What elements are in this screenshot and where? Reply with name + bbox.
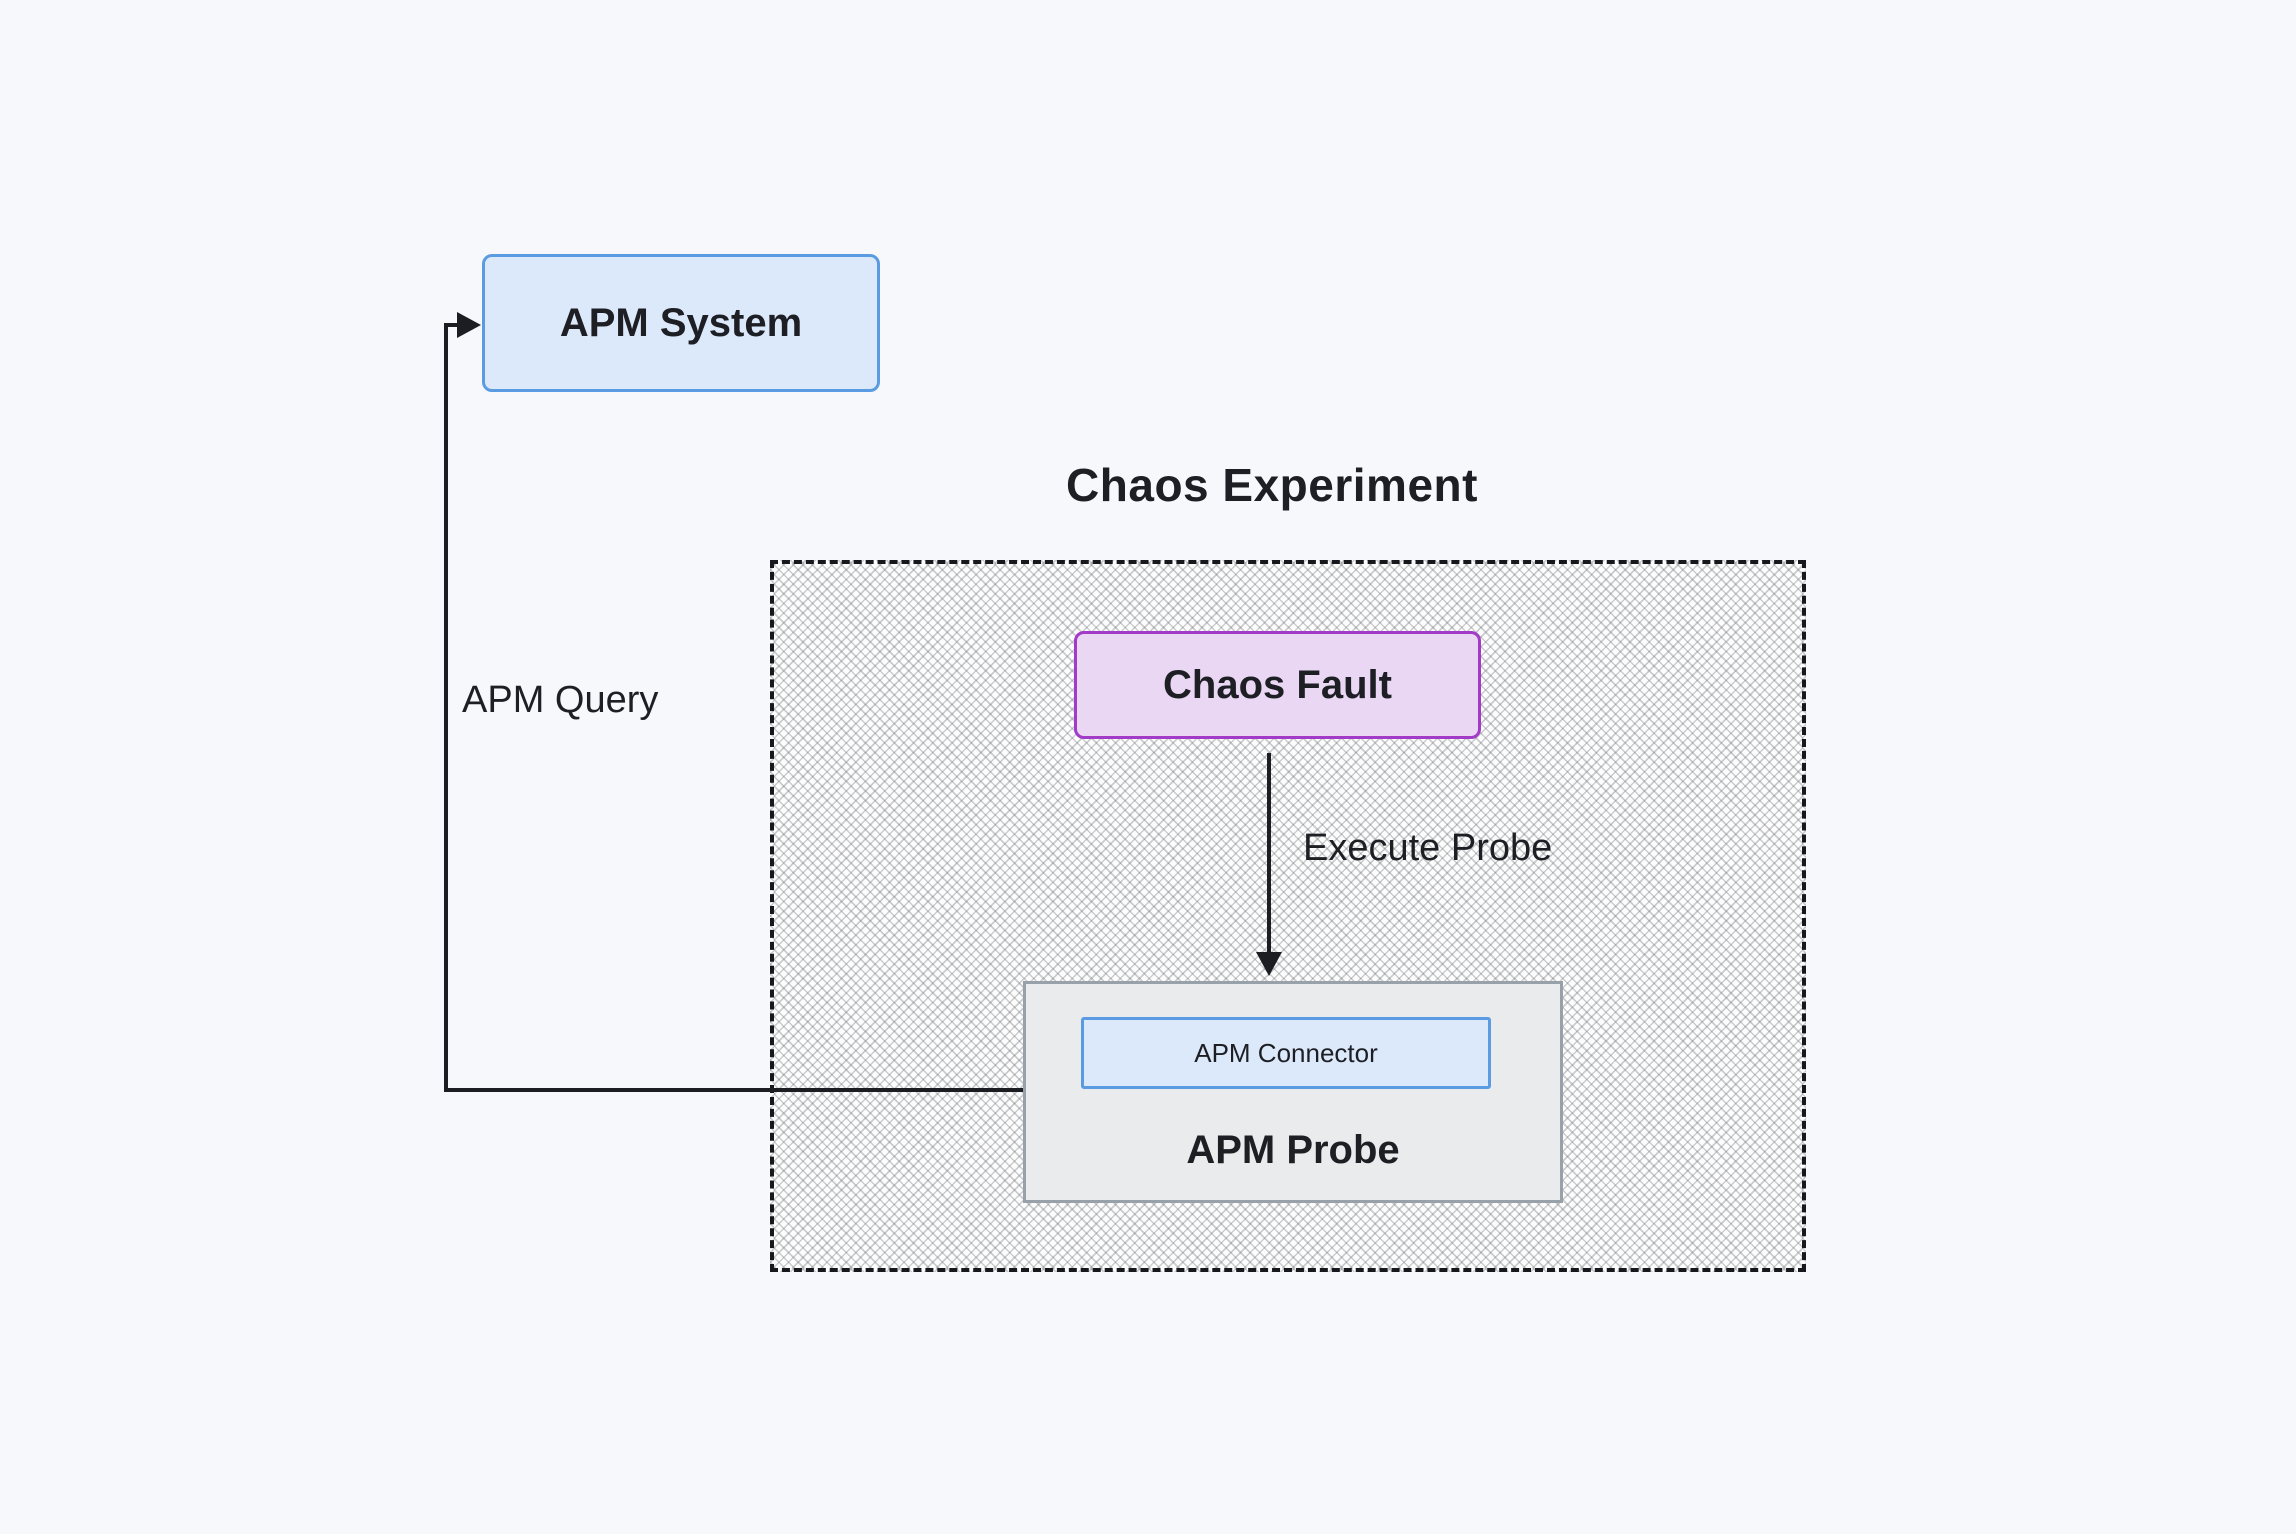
chaos-fault-label: Chaos Fault (1163, 662, 1392, 707)
apm-connector-label: APM Connector (1194, 1037, 1378, 1068)
apm-connector-node: APM Connector (1081, 1017, 1491, 1089)
apm-query-edge-vertical-line (444, 323, 448, 1092)
chaos-experiment-title: Chaos Experiment (1066, 459, 1478, 511)
apm-system-label: APM System (559, 300, 803, 345)
execute-probe-edge-line (1267, 753, 1271, 953)
apm-query-edge-top-stub-line (444, 323, 460, 327)
arrowhead-down-icon (1256, 952, 1282, 976)
execute-probe-edge-label: Execute Probe (1303, 827, 1553, 869)
apm-probe-label: APM Probe (1186, 1128, 1400, 1172)
apm-probe-node: APM Connector APM Probe (1023, 981, 1563, 1203)
chaos-fault-node: Chaos Fault (1074, 631, 1481, 739)
apm-system-node: APM System (482, 254, 880, 392)
apm-query-edge-horizontal-line (444, 1088, 1023, 1092)
arrowhead-right-icon (457, 312, 481, 338)
apm-query-edge-label: APM Query (462, 679, 659, 721)
